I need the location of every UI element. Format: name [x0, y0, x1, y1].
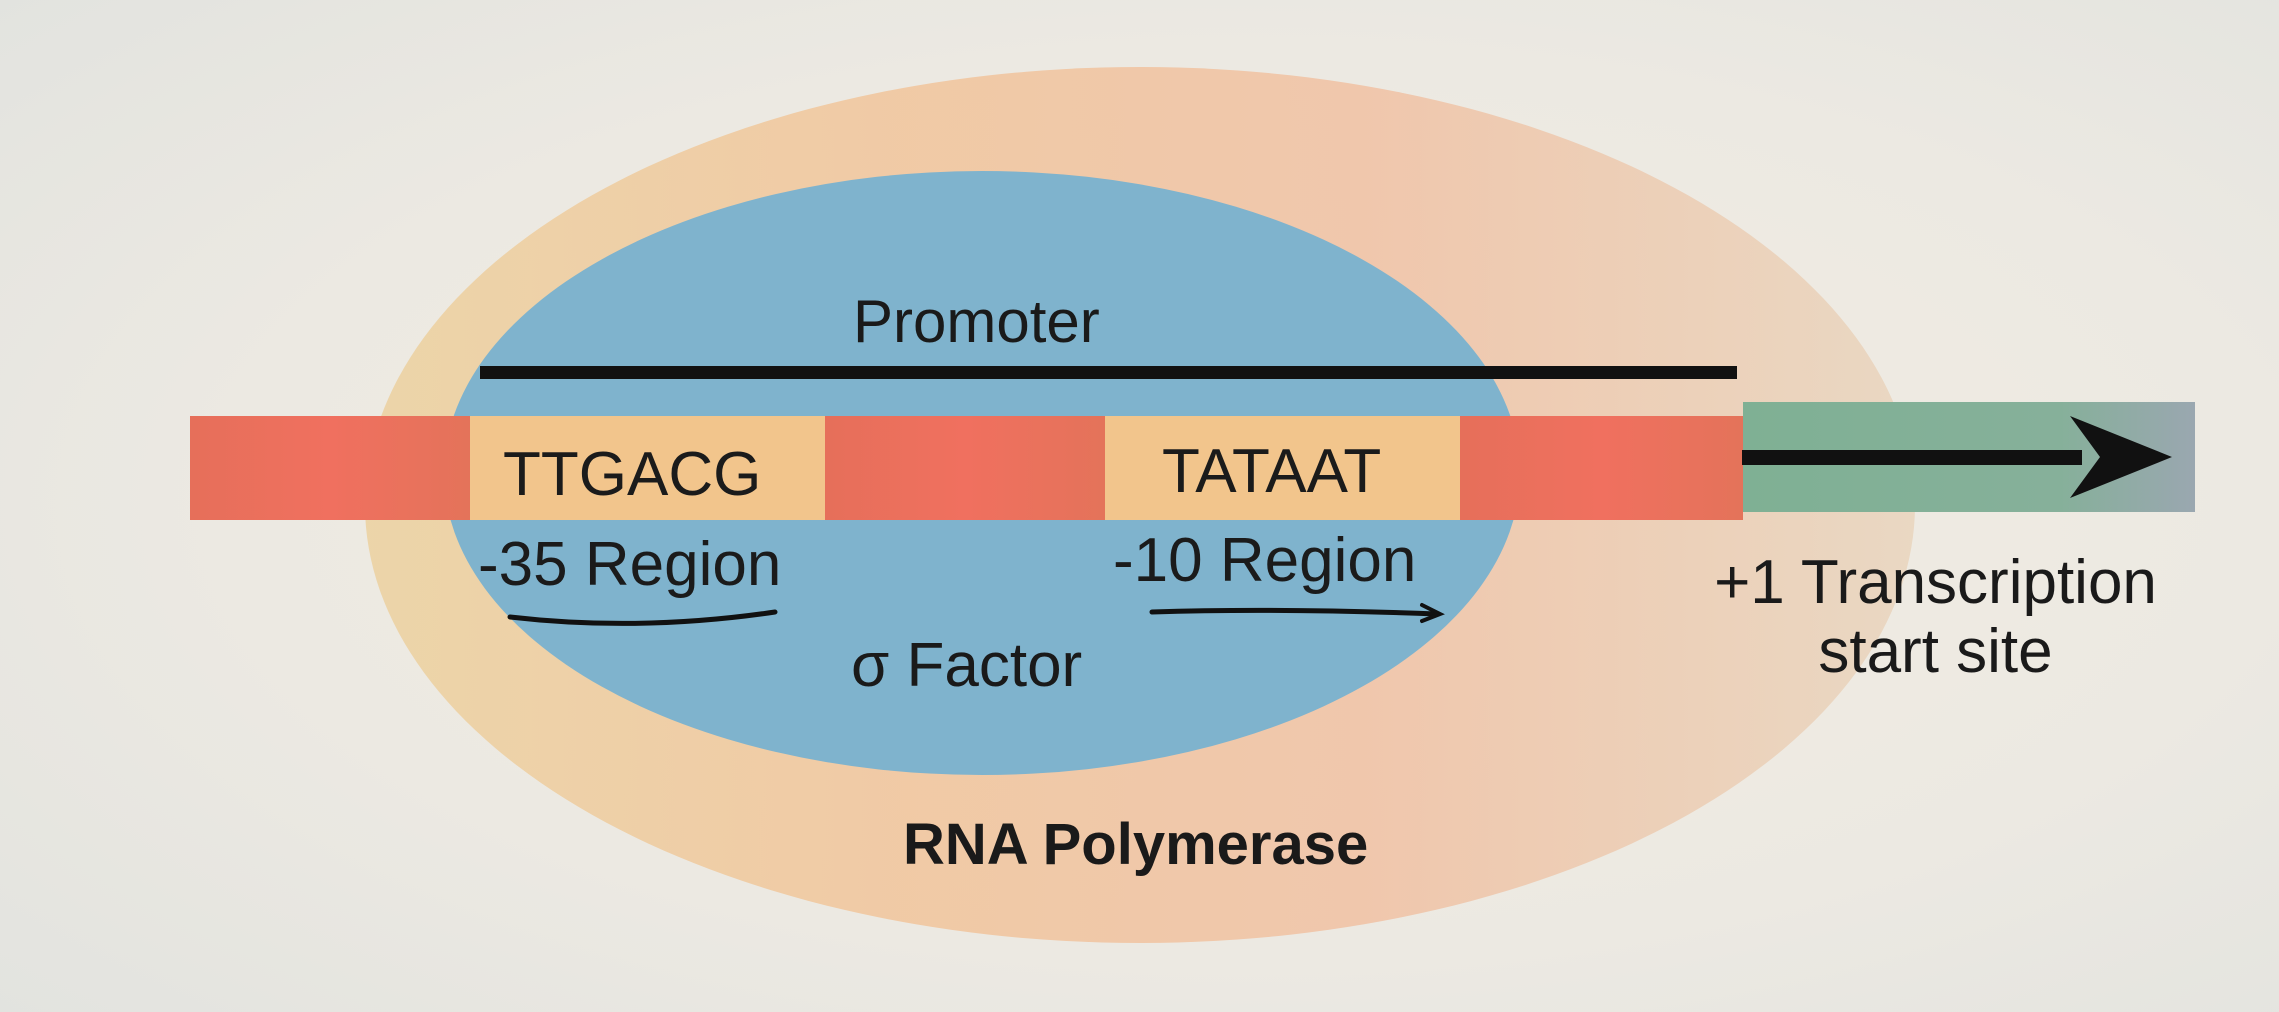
dna-segment-downstream: [1460, 416, 1743, 520]
dna-segment-upstream: [190, 416, 470, 520]
dna-segment-minus10: [1105, 416, 1460, 520]
minus35-underline: [507, 609, 778, 626]
dna-segment-minus35: [470, 416, 825, 520]
transcription-start-site-label: +1 Transcription start site: [1683, 548, 2188, 687]
transcription-arrow-head: [2070, 416, 2172, 498]
minus35-region-label: -35 Region: [478, 530, 782, 599]
minus35-sequence: TTGACG: [503, 440, 762, 509]
tss-line-1: +1 Transcription: [1714, 548, 2157, 617]
minus10-region-label: -10 Region: [1113, 526, 1417, 595]
sigma-factor-label: σ Factor: [851, 631, 1083, 700]
minus10-sequence: TATAAT: [1162, 437, 1382, 506]
rna-polymerase-label: RNA Polymerase: [903, 812, 1369, 877]
minus10-underline: [1149, 607, 1440, 617]
promoter-bar: [480, 366, 1737, 379]
minus10-underline-tip: [1420, 603, 1445, 623]
transcription-arrow-shaft: [1742, 450, 2082, 465]
promoter-label: Promoter: [853, 288, 1100, 355]
tss-line-2: start site: [1818, 617, 2053, 687]
dna-segment-spacer: [825, 416, 1105, 520]
